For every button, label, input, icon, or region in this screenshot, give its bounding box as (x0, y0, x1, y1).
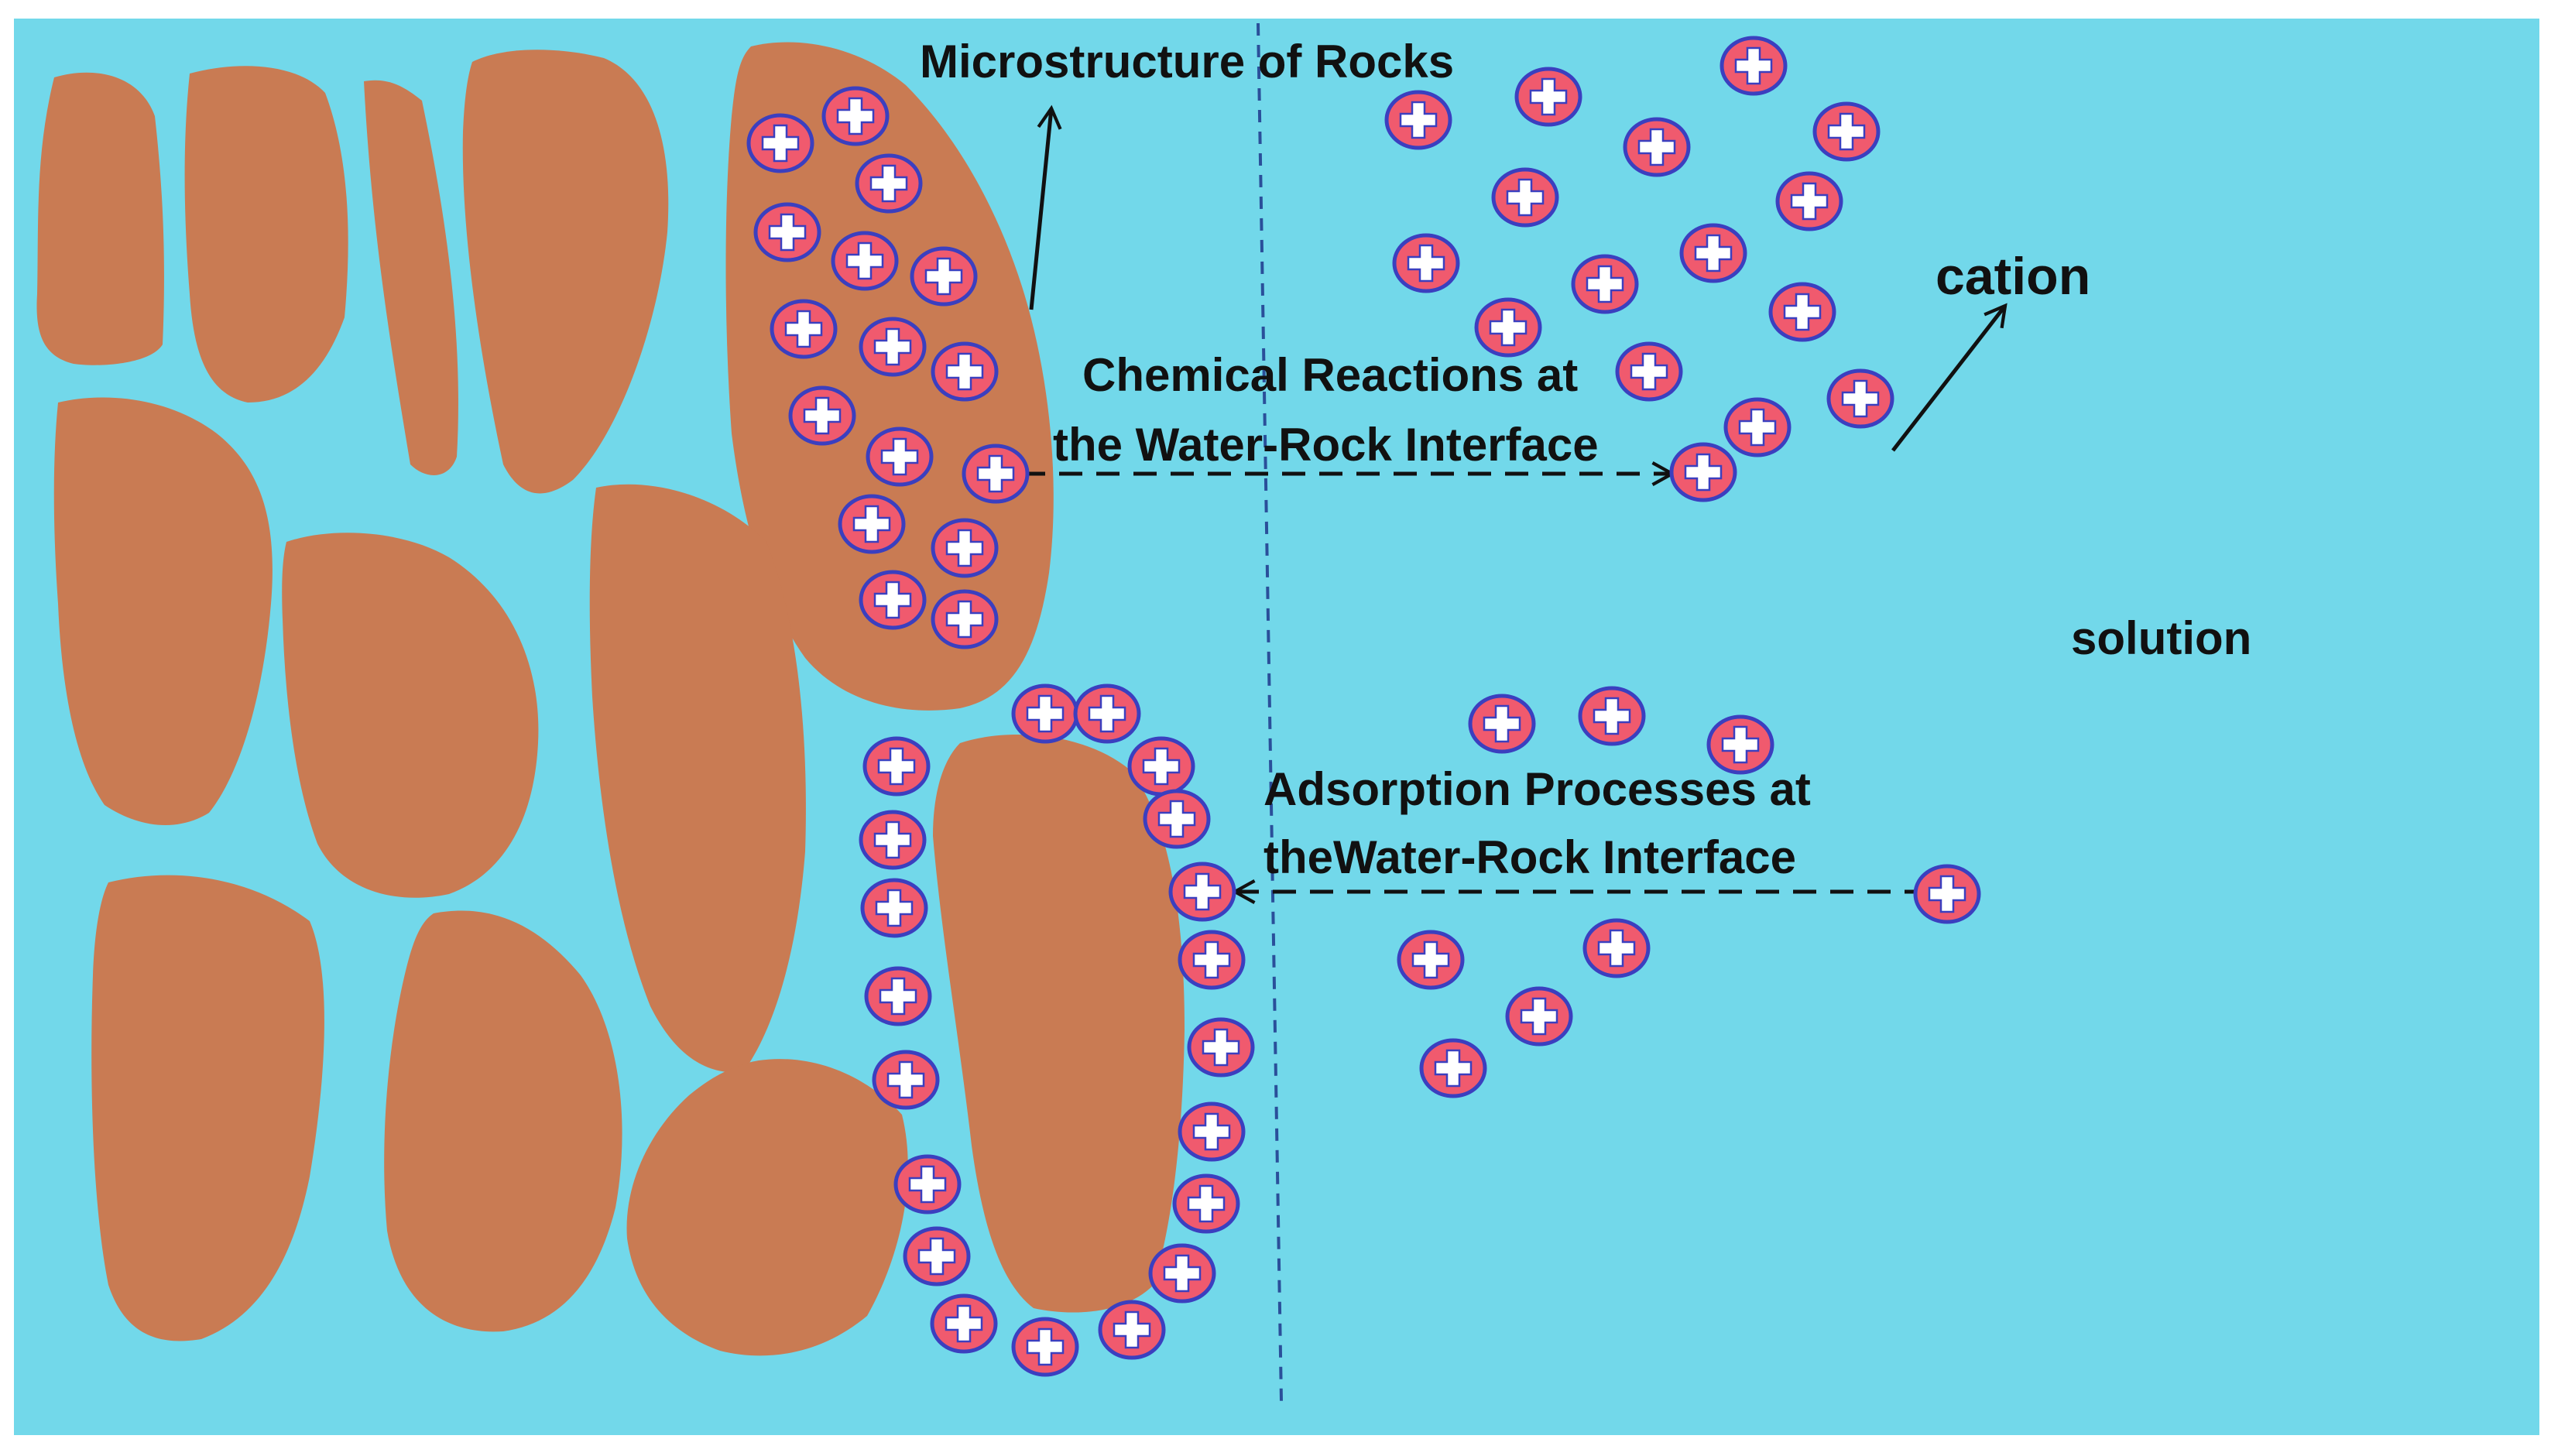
plus-cation-icon (1384, 90, 1452, 150)
plus-cation-icon (788, 385, 856, 446)
plus-cation-icon (1720, 36, 1788, 96)
plus-cation-icon (1397, 930, 1465, 990)
adsorption-label-line1: Adsorption Processes at (1263, 763, 1811, 815)
plus-cation-icon (753, 202, 821, 262)
plus-cation-icon (1679, 223, 1747, 283)
cations (746, 36, 1981, 1377)
rock-grain-2 (184, 66, 348, 403)
rock-grain-12 (933, 735, 1185, 1313)
plus-cation-icon (855, 153, 923, 214)
plus-cation-icon (931, 518, 999, 578)
plus-cation-icon (862, 736, 931, 797)
plus-cation-icon (1127, 736, 1195, 797)
plus-cation-icon (1514, 67, 1582, 127)
cation-arrow (1891, 303, 2008, 452)
chemical-reaction-label-line1: Chemical Reactions at (1082, 349, 1578, 401)
plus-cation-icon (859, 570, 927, 630)
plus-cation-icon (1623, 117, 1691, 177)
rock-grain-9 (91, 875, 324, 1341)
plus-cation-icon (1178, 930, 1246, 990)
plus-cation-icon (1143, 789, 1211, 849)
plus-cation-icon (903, 1226, 971, 1286)
plus-cation-icon (1768, 282, 1836, 342)
rock-grain-4 (462, 50, 669, 494)
rock-grains (36, 42, 1185, 1356)
plus-cation-icon (910, 246, 978, 307)
plus-cation-icon (893, 1154, 962, 1214)
plus-cation-icon (1011, 1317, 1079, 1377)
plus-cation-icon (931, 589, 999, 649)
plus-cation-icon (1913, 864, 1981, 924)
plus-cation-icon (831, 231, 899, 291)
plus-cation-icon (1615, 341, 1683, 402)
plus-cation-icon (1505, 986, 1573, 1047)
plus-cation-icon (1073, 683, 1141, 744)
plus-cation-icon (1571, 254, 1639, 314)
plus-cation-icon (1826, 368, 1894, 429)
rock-grain-7 (282, 533, 539, 898)
microstructure-label: Microstructure of Rocks (920, 36, 1454, 87)
plus-cation-icon (1168, 862, 1236, 922)
plus-cation-icon (864, 966, 932, 1026)
plus-cation-icon (1578, 686, 1646, 746)
plus-cation-icon (1491, 167, 1559, 228)
plus-cation-icon (1706, 714, 1774, 775)
rock-grain-8 (589, 484, 806, 1073)
plus-cation-icon (746, 113, 814, 173)
plus-cation-icon (1178, 1101, 1246, 1162)
plus-cation-icon (1011, 683, 1079, 744)
plus-cation-icon (866, 427, 934, 487)
plus-cation-icon (1812, 101, 1881, 162)
plus-cation-icon (1468, 694, 1536, 754)
rock-grain-11 (626, 1059, 908, 1356)
plus-cation-icon (860, 878, 928, 938)
plus-cation-icon (1148, 1243, 1216, 1304)
rock-grain-10 (384, 910, 622, 1332)
plus-cation-icon (1474, 297, 1542, 358)
plus-cation-icon (1419, 1038, 1487, 1098)
rock-grain-6 (53, 397, 273, 826)
plus-cation-icon (931, 341, 999, 402)
plus-cation-icon (821, 86, 890, 146)
plus-cation-icon (838, 494, 906, 554)
plus-cation-icon (1172, 1173, 1240, 1234)
solution-label: solution (2071, 612, 2251, 664)
plus-cation-icon (872, 1050, 940, 1110)
cation-label: cation (1936, 247, 2090, 306)
plus-cation-icon (859, 317, 927, 377)
plus-cation-icon (930, 1293, 998, 1354)
plus-cation-icon (1582, 918, 1651, 978)
microstructure-arrow (1029, 104, 1062, 310)
plus-cation-icon (1775, 171, 1843, 231)
plus-cation-icon (962, 444, 1030, 504)
plus-cation-icon (1392, 233, 1460, 293)
plus-cation-icon (1723, 397, 1792, 457)
plus-cation-icon (1187, 1017, 1255, 1077)
plus-cation-icon (770, 299, 838, 359)
chemical-reaction-label-line2: the Water-Rock Interface (1053, 419, 1599, 471)
rock-grain-3 (364, 80, 458, 475)
adsorption-label-line2: theWater-Rock Interface (1263, 831, 1796, 883)
plus-cation-icon (859, 810, 927, 870)
rock-grain-1 (36, 72, 164, 365)
plus-cation-icon (1669, 442, 1737, 502)
plus-cation-icon (1098, 1300, 1166, 1360)
